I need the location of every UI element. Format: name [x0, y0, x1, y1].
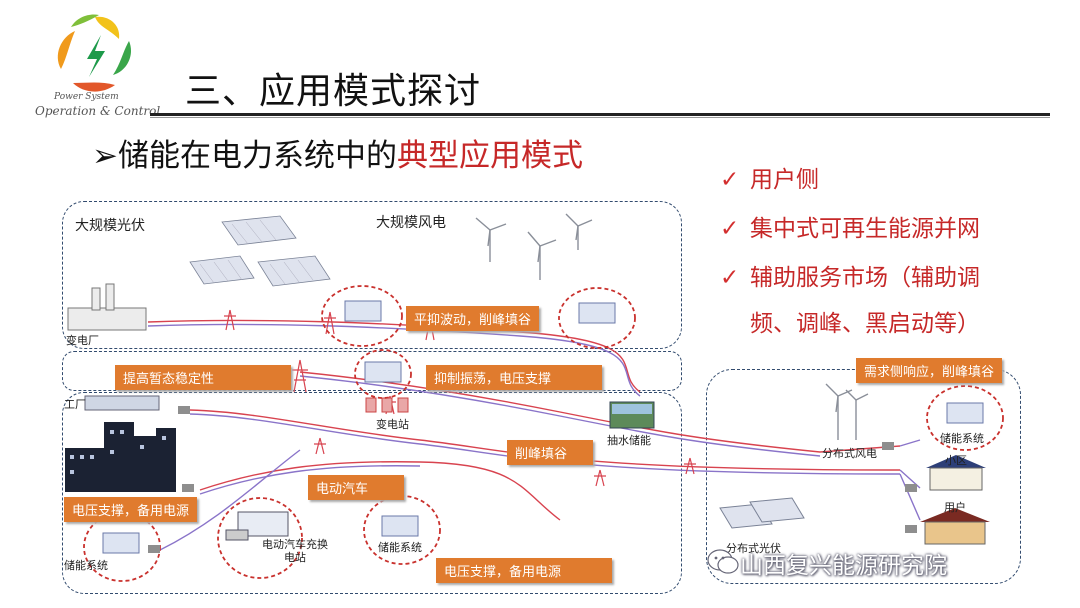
label-ev-station: 电动汽车充换电站: [262, 538, 328, 564]
subtitle-prefix: 储能在电力系统中的: [117, 138, 397, 174]
distributed-solar-icon: [719, 497, 805, 529]
solar-panel-icon: [189, 215, 331, 287]
battery-storage-icon: [102, 300, 984, 554]
tag-demand-response: 需求侧响应，削峰填谷: [856, 358, 1003, 383]
check-icon: ✓: [720, 265, 740, 291]
label-large-pv: 大规模光伏: [75, 218, 145, 234]
wechat-icon: [707, 549, 739, 574]
tag-electric-vehicle: 电动汽车: [308, 475, 404, 500]
label-storage-mid: 储能系统: [378, 541, 422, 554]
logo-text-line1: Power System: [54, 92, 119, 102]
bullet-user-side: ✓ 用户侧: [720, 160, 819, 194]
logo-graphic: [57, 14, 132, 92]
zone-transmission: [62, 351, 682, 391]
label-substation: 变电站: [376, 418, 409, 431]
tag-oscillation-damping: 抑制振荡，电压支撑: [426, 365, 602, 390]
label-large-wind: 大规模风电: [376, 215, 446, 231]
tag-voltage-support-left: 电压支撑，备用电源: [64, 497, 198, 522]
slide-title: 三、应用模式探讨: [185, 71, 482, 112]
slide-subtitle: ➢储能在电力系统中的典型应用模式: [92, 130, 583, 175]
label-storage-right: 储能系统: [940, 432, 984, 445]
arrow-bullet-icon: ➢: [92, 138, 118, 174]
power-plant-icon: [67, 283, 147, 331]
bullet-ancillary-cont: 频、调峰、黑启动等）: [750, 311, 980, 337]
zone-generation: [62, 201, 682, 349]
tag-peak-shaving: 削峰填谷: [507, 440, 593, 465]
community-house-icon: [926, 455, 986, 491]
bullet-ancillary: ✓ 辅助服务市场（辅助调: [720, 258, 980, 292]
tag-voltage-support-bottom: 电压支撑，备用电源: [436, 558, 612, 583]
tag-smooth-fluctuation: 平抑波动，削峰填谷: [406, 306, 540, 331]
bullet-text: 用户侧: [750, 167, 819, 193]
label-factory: 工厂: [64, 398, 86, 411]
label-pumped-hydro: 抽水储能: [607, 434, 651, 447]
label-distributed-wind: 分布式风电: [822, 447, 877, 460]
ev-station-icon: [225, 511, 289, 541]
watermark-text: 山西复兴能源研究院: [740, 553, 947, 579]
title-underline-thin: [150, 117, 1050, 118]
tag-transient-stability: 提高暂态稳定性: [115, 365, 291, 390]
factory-icon: [84, 395, 160, 411]
bullet-text: 辅助服务市场（辅助调: [750, 265, 980, 291]
substation-icon: [365, 397, 409, 413]
title-underline: [150, 113, 1050, 116]
bullet-text: 集中式可再生能源并网: [750, 216, 980, 242]
label-user: 用户: [944, 501, 966, 514]
check-icon: ✓: [720, 167, 740, 193]
label-storage-left: 储能系统: [64, 559, 108, 572]
label-distributed-pv: 分布式光伏: [726, 542, 781, 555]
bullet-renewable: ✓ 集中式可再生能源并网: [720, 209, 980, 243]
label-power-plant: 变电厂: [66, 334, 99, 347]
wind-turbine-icon: [475, 213, 869, 440]
user-house-icon: [920, 508, 990, 545]
label-community: 小区: [945, 454, 967, 467]
subtitle-highlight: 典型应用模式: [396, 138, 583, 174]
zone-distribution: [62, 392, 682, 594]
logo-text-line2: Operation & Control: [35, 104, 161, 118]
check-icon: ✓: [720, 216, 740, 242]
